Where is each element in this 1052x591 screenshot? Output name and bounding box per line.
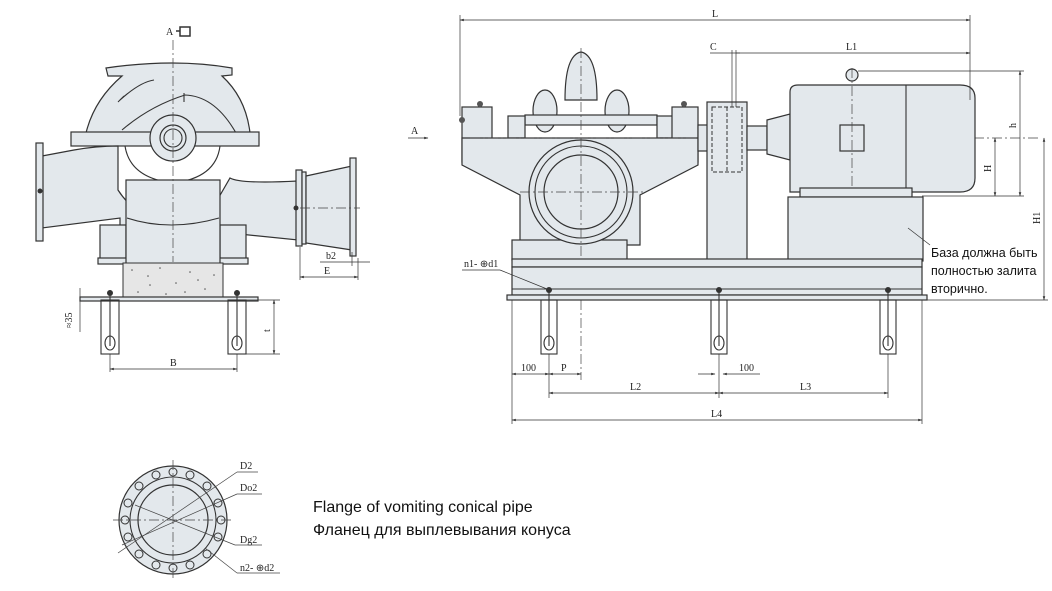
svg-text:H1: H1: [1032, 212, 1043, 224]
grouting-note: База должна быть полностью залита вторич…: [931, 244, 1038, 298]
flange-caption-ru: Фланец для выплевывания конуса: [313, 522, 571, 539]
dim-h-big: H: [983, 137, 997, 197]
dim-h1: H1: [927, 137, 1048, 301]
dim-t: t: [246, 299, 280, 355]
flange-label-n2-d2: n2- ⊕d2: [240, 563, 274, 574]
svg-text:L4: L4: [711, 409, 722, 420]
flange-bolt-holes: [120, 467, 226, 573]
anchor-bolt-left: [100, 290, 120, 355]
dim-approx-35: ≈35: [64, 288, 81, 332]
svg-text:L1: L1: [846, 42, 857, 53]
view-a-marker-label: A: [166, 27, 174, 38]
svg-text:C: C: [710, 42, 717, 53]
grout-dots: [131, 267, 215, 295]
note-line: полностью залита: [931, 264, 1037, 278]
dim-c: C: [710, 42, 740, 107]
note-line: База должна быть: [931, 246, 1038, 260]
dim-e: E: [299, 247, 359, 280]
svg-text:≈35: ≈35: [64, 313, 75, 329]
dim-l: L: [459, 9, 971, 116]
view-a-marker-icon: [176, 26, 191, 37]
svg-text:n1- ⊕d1: n1- ⊕d1: [464, 259, 498, 270]
flange-label-dg2: Dg2: [240, 535, 257, 546]
motor: [766, 68, 976, 262]
flange-caption-en: Flange of vomiting conical pipe: [313, 499, 533, 516]
dim-p: P: [548, 354, 582, 398]
flange-label-do2: Do2: [240, 483, 257, 494]
svg-text:t: t: [262, 329, 273, 332]
pump-supports: [97, 40, 249, 265]
dim-l3: L3: [718, 354, 889, 398]
note-line: вторично.: [931, 282, 988, 296]
dim-b2: b2: [320, 251, 370, 266]
dim-n1-d1: n1- ⊕d1: [462, 259, 548, 290]
flange-label-d2: D2: [240, 461, 252, 472]
svg-text:100: 100: [521, 363, 536, 374]
flange-view: D2 Do2 Dg2 n2- ⊕d2: [113, 460, 280, 580]
side-view: A: [35, 26, 370, 372]
svg-text:P: P: [561, 363, 567, 374]
dim-b: B: [109, 354, 238, 372]
anchor-bolt-right: [227, 290, 247, 355]
svg-text:E: E: [324, 266, 330, 277]
dim-100-mid: 100: [698, 354, 760, 398]
pump-body: [459, 48, 1040, 380]
dim-h-small: h: [858, 70, 1024, 197]
note-leader: [907, 227, 931, 246]
svg-text:L2: L2: [630, 382, 641, 393]
svg-text:b2: b2: [326, 251, 336, 262]
view-a-arrow: L A: [408, 126, 429, 140]
svg-text:h: h: [1008, 123, 1019, 128]
dim-l2: L2: [548, 382, 720, 395]
svg-text:B: B: [170, 358, 177, 369]
svg-text:H: H: [983, 165, 994, 172]
anchor-bolt-3: [879, 287, 897, 355]
svg-text:L: L: [712, 9, 718, 20]
base-frame: [506, 258, 928, 301]
front-view: L A: [408, 9, 1048, 424]
view-a-arrow-label: A: [411, 126, 419, 137]
grout-block: [122, 262, 224, 300]
dim-l1: L1: [736, 42, 971, 55]
dim-100-left: 100: [511, 300, 550, 424]
coupling-guard: [697, 101, 768, 261]
svg-text:100: 100: [739, 363, 754, 374]
flange-caption: Flange of vomiting conical pipe Фланец д…: [313, 496, 571, 542]
svg-text:L3: L3: [800, 382, 811, 393]
dim-l4: L4: [511, 300, 923, 424]
